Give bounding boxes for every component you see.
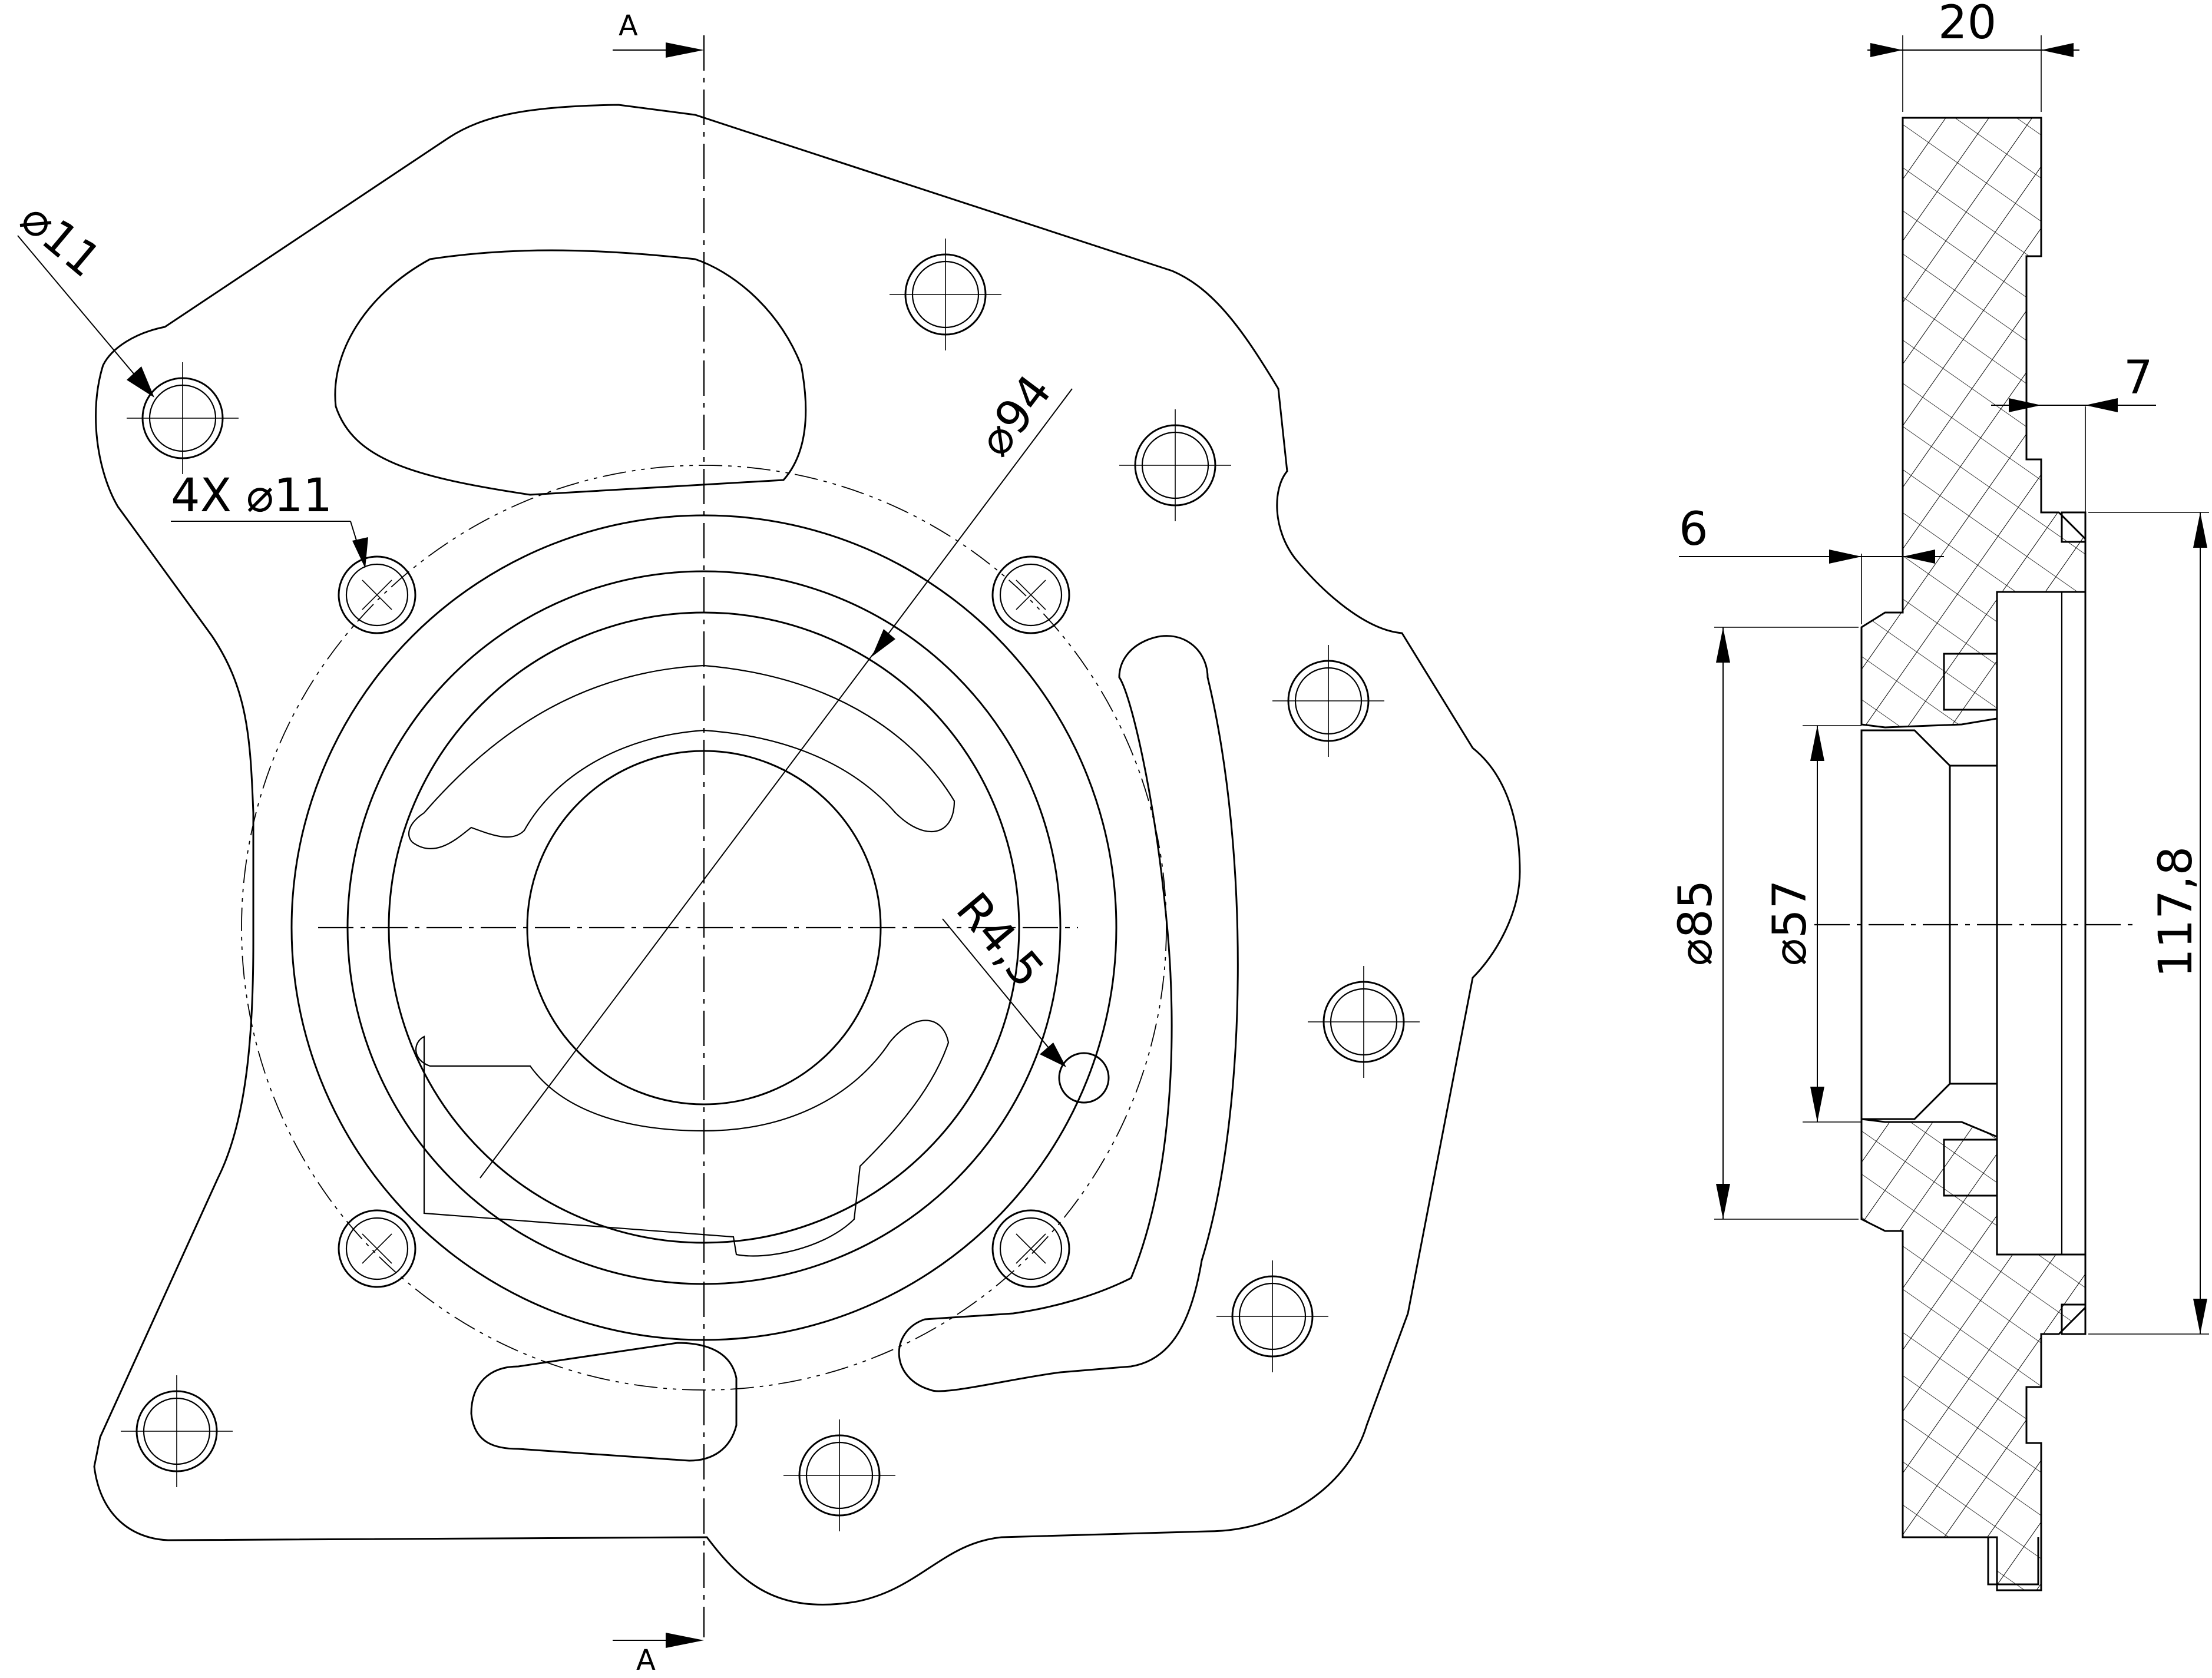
relief-notch	[1058, 1052, 1110, 1104]
bolt-hole-ll	[338, 1209, 416, 1288]
perimeter-hole	[1119, 409, 1231, 521]
section-step-top	[2061, 511, 2087, 543]
dim-diameter-inner-label: ⌀57	[1764, 880, 1817, 966]
dim-flange-label: 6	[1679, 503, 1708, 556]
right-curved-slot	[898, 635, 1239, 1392]
dim-holes-pattern: 4X ⌀11	[171, 469, 332, 522]
section-label-bottom: A	[636, 1644, 656, 1675]
section-lug-bottom	[1943, 1138, 1998, 1197]
dim-thickness-label: 20	[1938, 0, 1996, 49]
section-recess	[1996, 591, 2087, 1256]
dim-bolt-circle: ⌀94	[480, 365, 1073, 1179]
perimeter-hole	[127, 362, 239, 474]
dim-radius-label: R4,5	[945, 883, 1054, 997]
bolt-hole-lr	[991, 1209, 1070, 1288]
dim-height: 117,8	[2088, 512, 2209, 1335]
bottom-slot	[470, 1342, 738, 1462]
section-lug-top	[1943, 653, 1998, 711]
lower-left-pocket	[415, 1020, 950, 1257]
dim-hole-leader: ⌀11	[11, 192, 154, 398]
section-arrow-top: A	[613, 9, 704, 58]
dim-diameter-outer: ⌀85	[1669, 627, 1859, 1220]
section-view: 20 7 6 ⌀85	[1669, 0, 2209, 1591]
dim-diameter-inner: ⌀57	[1764, 725, 1861, 1123]
section-body	[1860, 117, 2087, 729]
dim-flange: 6	[1679, 503, 1944, 624]
section-label-top: A	[619, 9, 638, 42]
upper-left-pocket	[408, 664, 955, 849]
dim-bolt-circle-label: ⌀94	[968, 365, 1062, 466]
dim-diameter-outer-label: ⌀85	[1669, 880, 1722, 966]
perimeter-hole	[121, 1375, 233, 1487]
front-view: A A ⌀11 4X ⌀11 ⌀94	[11, 9, 1521, 1677]
dim-thickness: 20	[1867, 0, 2079, 112]
top-kidney-slot	[334, 249, 807, 496]
section-body-lower	[1860, 1118, 2087, 1591]
perimeter-hole	[1308, 966, 1420, 1078]
perimeter-hole	[890, 239, 1001, 350]
dim-step: 7	[1991, 352, 2156, 512]
plate-outline	[93, 104, 1521, 1606]
section-step-bottom	[2061, 1303, 2087, 1335]
section-foot	[1985, 1536, 2042, 1591]
dim-step-label: 7	[2124, 352, 2153, 405]
bolt-hole-ur	[991, 555, 1070, 634]
dim-holes-leader: 4X ⌀11	[171, 469, 368, 568]
perimeter-hole	[1272, 645, 1384, 757]
section-arrow-bottom: A	[613, 1633, 704, 1677]
perimeter-holes	[121, 239, 1420, 1531]
perimeter-hole	[1216, 1260, 1328, 1372]
dim-height-label: 117,8	[2150, 846, 2203, 978]
dim-radius: R4,5	[942, 883, 1066, 1067]
perimeter-hole	[783, 1419, 895, 1531]
dim-hole-single: ⌀11	[11, 192, 111, 288]
bolt-hole-ul	[338, 555, 416, 634]
